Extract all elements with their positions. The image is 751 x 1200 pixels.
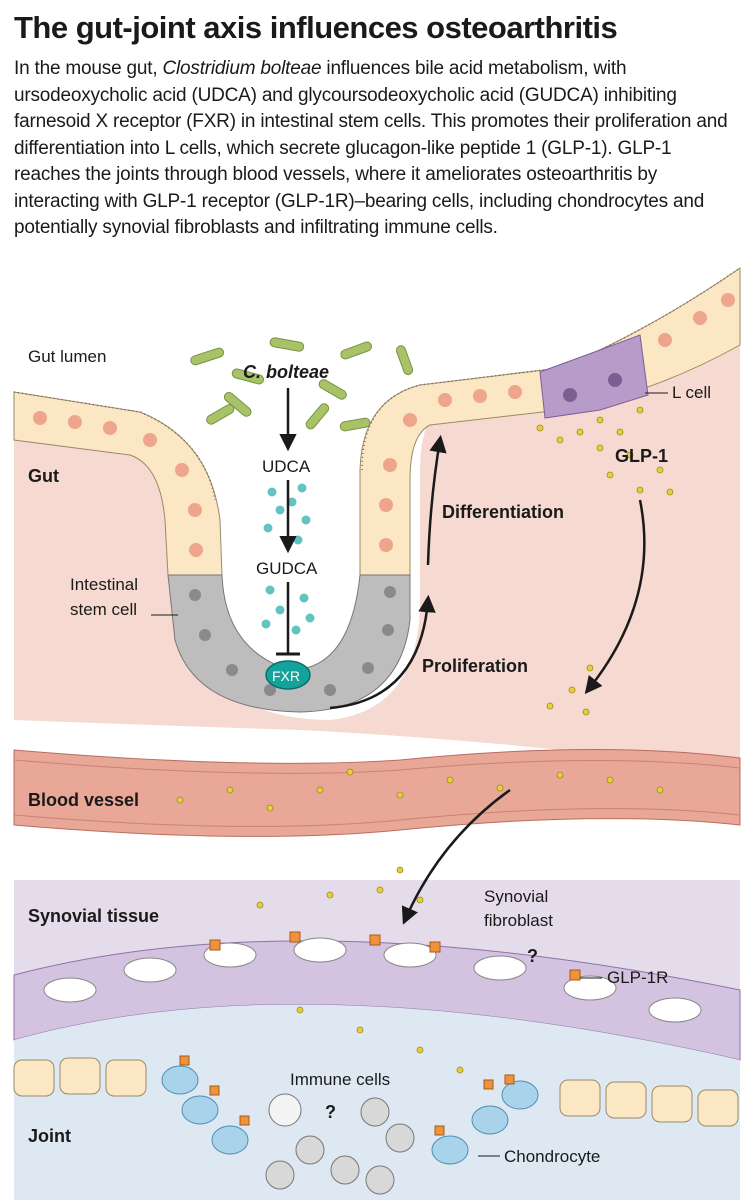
synovial-question-mark: ?: [527, 946, 538, 966]
immune-question-mark: ?: [325, 1102, 336, 1122]
gudca-label: GUDCA: [256, 559, 318, 578]
intestinal-stem-cells: [167, 574, 411, 713]
gut-lumen-label: Gut lumen: [28, 347, 106, 366]
udca-label: UDCA: [262, 457, 311, 476]
caption-text-start: In the mouse gut,: [14, 58, 163, 79]
differentiation-arrow: [426, 434, 447, 566]
gut-epithelium-left: [13, 391, 223, 576]
immune-cells: [265, 1093, 415, 1195]
gut-epithelium-right: [359, 267, 741, 576]
glp1-label: GLP-1: [615, 446, 668, 466]
glp1r-label: GLP-1R: [607, 968, 668, 987]
fxr-receptor: [265, 660, 311, 690]
glp1r-receptors-synovium: [209, 931, 581, 981]
l-cells: [539, 334, 649, 419]
chondrocytes: [161, 1065, 539, 1165]
caption-text-end: influences bile acid metabolism, with ur…: [14, 58, 728, 238]
glp1r-receptors-chondrocytes: [179, 1055, 515, 1136]
cartilage-cells: [13, 1057, 739, 1127]
proliferation-label: Proliferation: [422, 656, 528, 676]
blood-vessel-label: Blood vessel: [28, 790, 139, 810]
figure-title: The gut-joint axis influences osteoarthr…: [14, 10, 618, 45]
glp1-in-synovium: [256, 866, 464, 1074]
l-cell-label: L cell: [672, 383, 711, 402]
stem-cell-label-line1: Intestinal: [70, 575, 138, 594]
differentiation-label: Differentiation: [442, 502, 564, 522]
gut-label: Gut: [28, 466, 59, 486]
bile-acid-molecules: [261, 483, 315, 635]
figure-caption: In the mouse gut, Clostridium bolteae in…: [14, 56, 739, 242]
synovial-tissue-label: Synovial tissue: [28, 906, 159, 926]
glp1-to-vessel-arrow: [584, 499, 646, 695]
synovial-fibroblast-label-line1: Synovial: [484, 887, 548, 906]
vessel-to-joint-arrow: [401, 788, 511, 925]
joint-label: Joint: [28, 1126, 71, 1146]
immune-cells-label: Immune cells: [290, 1070, 390, 1089]
chondrocyte-label: Chondrocyte: [504, 1147, 600, 1166]
glp1-in-vessel: [176, 768, 664, 812]
synovial-fibroblast-label-line2: fibroblast: [484, 911, 553, 930]
glp1-secreted: [536, 406, 674, 716]
c-bolteae-bacteria: [190, 337, 414, 432]
stem-cell-label-line2: stem cell: [70, 600, 137, 619]
caption-species-italic: Clostridium bolteae: [162, 58, 322, 79]
fxr-label: FXR: [272, 668, 300, 684]
proliferation-arrow: [329, 594, 436, 710]
c-bolteae-label: C. bolteae: [243, 362, 329, 382]
